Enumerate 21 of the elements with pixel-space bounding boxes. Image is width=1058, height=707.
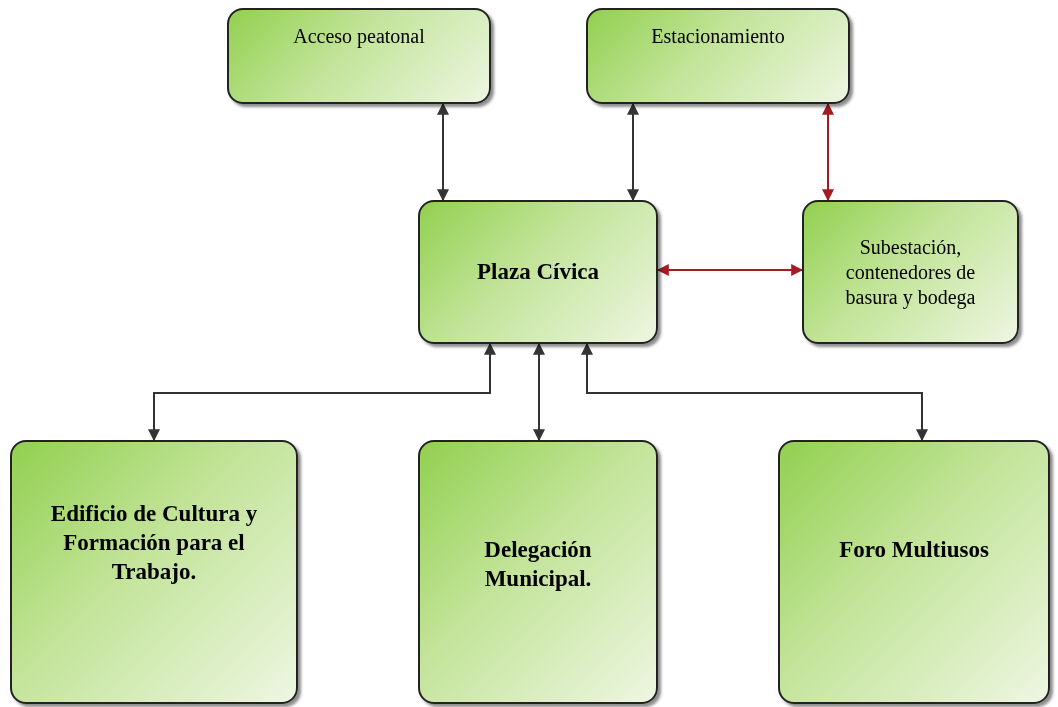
connector-arrow xyxy=(437,102,449,202)
box-label: Delegación Municipal. xyxy=(483,536,593,593)
box-label: Foro Multiusos xyxy=(839,536,989,564)
connector-arrow xyxy=(822,102,834,202)
process-box xyxy=(802,200,1019,344)
process-box xyxy=(10,440,298,704)
process-box xyxy=(227,8,491,104)
connector-arrow xyxy=(533,342,545,442)
box-label: Estacionamiento xyxy=(651,24,785,49)
box-label: Edificio de Cultura y Formación para el Trabajo. xyxy=(49,500,259,586)
connector-arrow xyxy=(656,264,804,276)
process-box xyxy=(418,200,658,344)
process-box xyxy=(778,440,1050,704)
box-label: Acceso peatonal xyxy=(293,24,425,49)
box-label: Plaza Cívica xyxy=(477,257,599,286)
process-box xyxy=(418,440,658,704)
connector-arrow xyxy=(627,102,639,202)
connector-arrow xyxy=(148,342,496,442)
process-box xyxy=(586,8,850,104)
connector-arrow xyxy=(581,342,928,442)
box-label: Subestación, contenedores de basura y bodega xyxy=(844,234,977,310)
